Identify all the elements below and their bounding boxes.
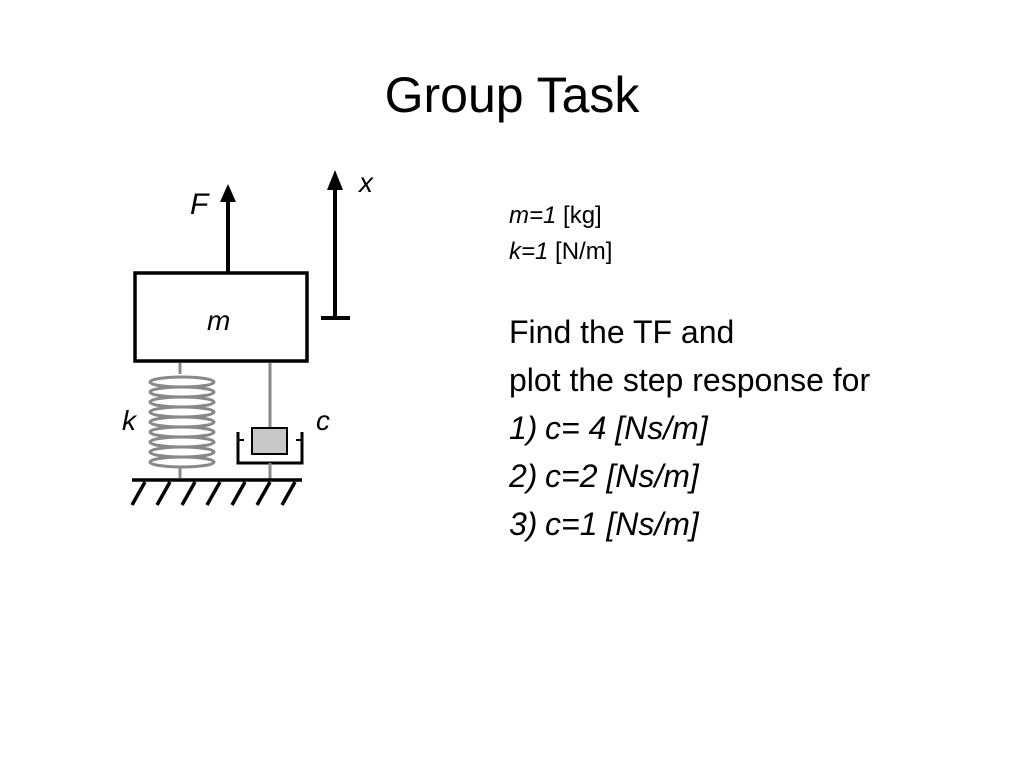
param-mass: m=1 [kg]	[509, 198, 612, 234]
item-text: c= 4 [Ns/m]	[545, 410, 708, 446]
mass-block	[133, 271, 309, 363]
item-text: c=1 [Ns/m]	[545, 506, 699, 542]
task-item: 2)c=2 [Ns/m]	[509, 452, 870, 500]
slide-title: Group Task	[384, 67, 640, 123]
param-var: m=1	[509, 202, 557, 229]
damper	[236, 363, 304, 480]
item-number: 3)	[509, 506, 538, 542]
displacement-arrow	[321, 170, 350, 320]
force-label: F	[190, 188, 210, 221]
param-var: k=1	[509, 238, 549, 265]
mass-label: m	[207, 305, 230, 336]
mass-spring-damper-diagram: F x m k	[122, 167, 374, 506]
displacement-label: x	[357, 167, 374, 198]
damper-label: c	[316, 405, 330, 436]
spring	[148, 363, 216, 478]
task-item: 3)c=1 [Ns/m]	[509, 500, 870, 548]
force-arrow	[220, 184, 236, 272]
parameters: m=1 [kg] k=1 [N/m]	[509, 198, 612, 270]
item-number: 1)	[509, 410, 538, 446]
param-unit: [N/m]	[548, 238, 613, 265]
task-line: plot the step response for	[509, 362, 871, 398]
item-text: c=2 [Ns/m]	[545, 458, 699, 494]
param-spring: k=1 [N/m]	[509, 234, 612, 270]
param-unit: [kg]	[556, 202, 602, 229]
ground	[130, 478, 302, 506]
item-number: 2)	[509, 458, 538, 494]
task-item: 1)c= 4 [Ns/m]	[509, 404, 870, 452]
task-line: Find the TF and	[509, 314, 735, 350]
task-description: Find the TF and plot the step response f…	[509, 308, 870, 548]
spring-label: k	[122, 405, 138, 436]
